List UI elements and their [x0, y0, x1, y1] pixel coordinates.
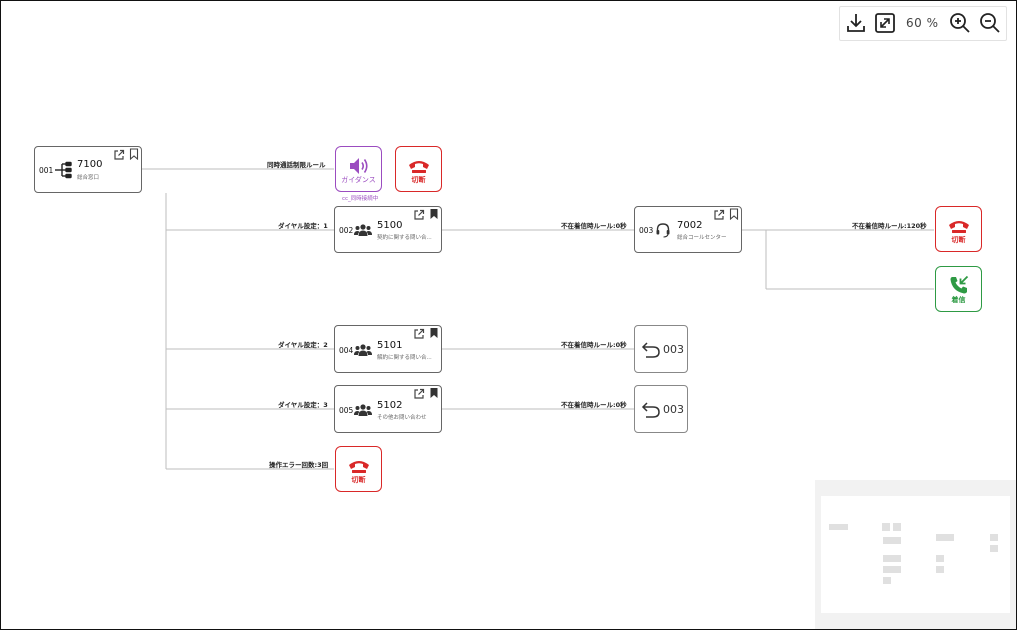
node-id: 001	[39, 166, 54, 175]
edge-label-absent-1: 不在着信時ルール:0秒	[561, 222, 627, 230]
node-id: 005	[339, 406, 354, 415]
open-external-icon[interactable]	[413, 328, 425, 340]
edge-label-dial-2: ダイヤル設定：2	[278, 341, 328, 349]
return-arrow-icon	[641, 342, 660, 358]
group-icon	[354, 404, 372, 416]
incoming-node[interactable]: 着信	[935, 266, 982, 312]
guidance-node[interactable]: ガイダンス	[335, 146, 382, 192]
guidance-label: ガイダンス	[341, 176, 376, 184]
node-number: 5100	[377, 220, 403, 231]
flow-node-001[interactable]: 001 7100 総合窓口	[34, 146, 142, 193]
node-number: 7002	[677, 220, 703, 231]
fit-screen-icon[interactable]	[873, 11, 897, 35]
node-subtitle: その他お問い合わせ	[377, 415, 427, 421]
edge-label-dial-1: ダイヤル設定：1	[278, 222, 328, 230]
incoming-call-icon	[950, 275, 969, 294]
return-node-2[interactable]: 003	[634, 385, 688, 433]
zoom-out-icon[interactable]	[978, 11, 1002, 35]
hangup-label: 切断	[411, 176, 426, 184]
flow-node-003[interactable]: 003 7002 総合コールセンター	[634, 206, 742, 253]
hangup-phone-icon	[949, 221, 969, 233]
guidance-caption: cc_同時接続中	[342, 196, 379, 202]
node-id: 002	[339, 226, 354, 235]
zoom-level: 60 %	[906, 16, 939, 30]
edge-label-concurrent-limit: 同時通話制限ルール	[267, 161, 326, 169]
bookmark-outline-icon[interactable]	[128, 148, 140, 160]
open-external-icon[interactable]	[113, 149, 125, 161]
node-number: 5102	[377, 400, 403, 411]
return-arrow-icon	[641, 402, 660, 418]
edge-label-op-error: 操作エラー回数:3回	[269, 461, 329, 469]
node-subtitle: 総合コールセンター	[677, 235, 727, 241]
flow-node-004[interactable]: 004 5101 解約に関する問い合...	[334, 325, 442, 373]
edge-label-dial-3: ダイヤル設定：3	[278, 401, 328, 409]
incoming-label: 着信	[951, 296, 966, 304]
node-number: 7100	[77, 159, 103, 170]
node-subtitle: 解約に関する問い合...	[377, 355, 432, 361]
branch-icon	[55, 161, 72, 179]
node-subtitle: 契約に関する問い合...	[377, 235, 432, 241]
bookmark-filled-icon[interactable]	[428, 208, 440, 220]
minimap[interactable]	[815, 480, 1016, 629]
flow-node-002[interactable]: 002 5100 契約に関する問い合...	[334, 206, 442, 253]
open-external-icon[interactable]	[413, 388, 425, 400]
hangup-node-top[interactable]: 切断	[395, 146, 442, 192]
flow-node-005[interactable]: 005 5102 その他お問い合わせ	[334, 385, 442, 433]
minimap-viewport	[821, 496, 1010, 613]
hangup-label: 切断	[351, 476, 366, 484]
speaker-icon	[350, 158, 368, 174]
edge-label-absent-3: 不在着信時ルール:0秒	[561, 401, 627, 409]
bookmark-filled-icon[interactable]	[428, 327, 440, 339]
bookmark-filled-icon[interactable]	[428, 387, 440, 399]
hangup-node-bottom[interactable]: 切断	[335, 446, 382, 492]
return-target: 003	[663, 403, 684, 416]
return-node-1[interactable]: 003	[634, 325, 688, 373]
hangup-phone-icon	[409, 161, 429, 173]
hangup-node-right[interactable]: 切断	[935, 206, 982, 252]
headset-icon	[656, 223, 670, 238]
open-external-icon[interactable]	[413, 209, 425, 221]
return-target: 003	[663, 343, 684, 356]
node-number: 5101	[377, 340, 403, 351]
hangup-phone-icon	[349, 461, 369, 473]
edge-label-absent-2: 不在着信時ルール:0秒	[561, 341, 627, 349]
download-icon[interactable]	[844, 11, 868, 35]
edge-label-absent-120: 不在着信時ルール:120秒	[852, 222, 927, 230]
node-id: 004	[339, 346, 354, 355]
hangup-label: 切断	[951, 236, 966, 244]
node-id: 003	[639, 226, 654, 235]
node-subtitle: 総合窓口	[77, 175, 100, 181]
canvas-toolbar: 60 %	[839, 6, 1007, 41]
group-icon	[354, 224, 372, 236]
zoom-in-icon[interactable]	[948, 11, 972, 35]
group-icon	[354, 344, 372, 356]
open-external-icon[interactable]	[713, 209, 725, 221]
bookmark-outline-icon[interactable]	[728, 208, 740, 220]
